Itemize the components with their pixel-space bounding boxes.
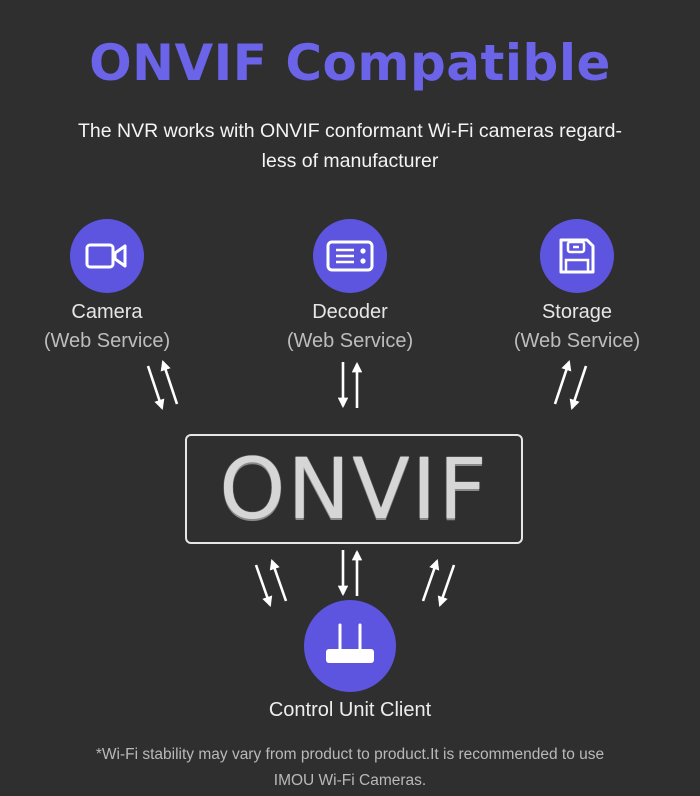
client-onvif-arrows-right	[421, 559, 456, 607]
decoder-icon	[326, 240, 374, 272]
client-onvif-arrows-left	[254, 559, 288, 607]
decoder-onvif-arrows	[337, 361, 363, 409]
footnote: *Wi-Fi stability may vary from product t…	[30, 742, 670, 794]
storage-circle	[540, 219, 614, 293]
decoder-circle	[313, 219, 387, 293]
client-circle	[304, 600, 396, 692]
decoder-node: Decoder (Web Service)	[230, 219, 470, 355]
storage-sublabel: (Web Service)	[513, 330, 641, 352]
onvif-box: ONVIF	[185, 434, 523, 544]
client-label: Control Unit Client	[268, 699, 432, 721]
camera-node: Camera (Web Service)	[0, 219, 227, 355]
camera-sublabel: (Web Service)	[43, 330, 171, 352]
subtitle-line-2: less of manufacturer	[261, 150, 439, 172]
client-onvif-arrows-center	[337, 549, 363, 597]
onvif-logo-text: ONVIF	[219, 440, 489, 538]
storage-onvif-arrows	[553, 360, 588, 410]
storage-label: Storage	[541, 301, 613, 323]
page-subtitle: The NVR works with ONVIF conformant Wi-F…	[30, 116, 670, 176]
decoder-sublabel: (Web Service)	[286, 330, 414, 352]
video-camera-icon	[85, 243, 127, 269]
floppy-disk-icon	[559, 238, 595, 274]
decoder-label: Decoder	[312, 301, 388, 323]
client-node	[230, 600, 470, 692]
camera-onvif-arrows	[146, 360, 179, 410]
footnote-line-2: IMOU Wi-Fi Cameras.	[273, 772, 427, 789]
page-title: ONVIF Compatible	[89, 34, 611, 92]
subtitle-line-1: The NVR works with ONVIF conformant Wi-F…	[78, 120, 622, 142]
camera-label: Camera	[71, 301, 143, 323]
router-icon	[326, 623, 374, 663]
camera-circle	[70, 219, 144, 293]
storage-node: Storage (Web Service)	[457, 219, 697, 355]
footnote-line-1: *Wi-Fi stability may vary from product t…	[95, 746, 605, 763]
